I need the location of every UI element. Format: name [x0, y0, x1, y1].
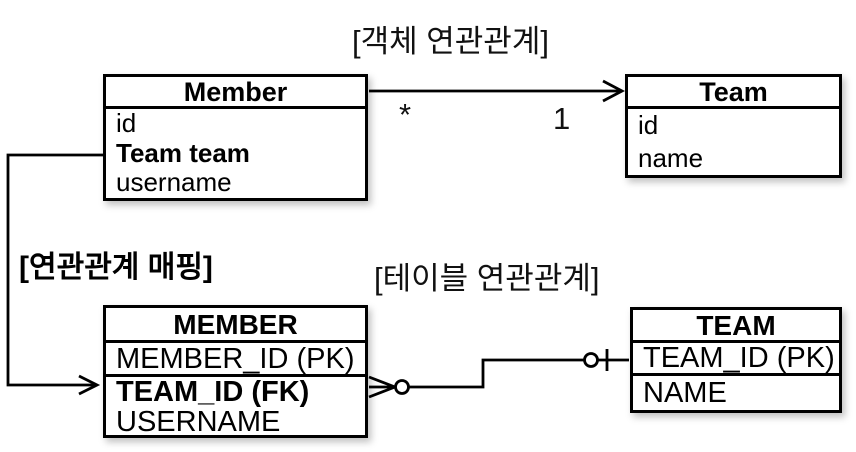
member-table-fk: TEAM_ID (FK) — [116, 376, 310, 408]
member-table-username: USERNAME — [116, 406, 281, 439]
member-table-title: MEMBER — [106, 308, 365, 343]
team-table-title: TEAM — [633, 310, 839, 343]
team-table-pk: TEAM_ID (PK) — [633, 343, 839, 376]
team-table-box: TEAM TEAM_ID (PK) NAME — [630, 307, 842, 413]
table-association-title: [테이블 연관관계] — [374, 261, 600, 296]
member-table-fields: TEAM_ID (FK) USERNAME — [106, 377, 365, 438]
crow-foot-connector — [368, 349, 629, 399]
member-class-fields: id Team team username — [106, 109, 365, 198]
object-association-title: [객체 연관관계] — [352, 24, 549, 59]
member-field-username: username — [116, 167, 232, 198]
team-field-id: id — [638, 109, 659, 140]
one-multiplicity-label: 1 — [553, 101, 571, 136]
member-field-id: id — [116, 108, 137, 139]
member-class-box: Member id Team team username — [103, 74, 368, 201]
team-table-fields: NAME — [633, 376, 839, 410]
mapping-arrow — [6, 153, 104, 396]
mapping-label: [연관관계 매핑] — [19, 251, 213, 284]
member-table-box: MEMBER MEMBER_ID (PK) TEAM_ID (FK) USERN… — [103, 305, 368, 438]
member-class-title: Member — [106, 77, 365, 109]
team-class-box: Team id name — [625, 74, 842, 178]
team-class-fields: id name — [628, 109, 839, 175]
team-class-title: Team — [628, 77, 839, 109]
member-table-pk: MEMBER_ID (PK) — [106, 343, 365, 377]
team-table-name: NAME — [643, 376, 727, 409]
many-multiplicity-label: * — [399, 97, 412, 132]
object-association-arrow — [369, 79, 626, 103]
team-field-name: name — [638, 142, 704, 173]
member-field-team-team: Team team — [116, 137, 250, 168]
